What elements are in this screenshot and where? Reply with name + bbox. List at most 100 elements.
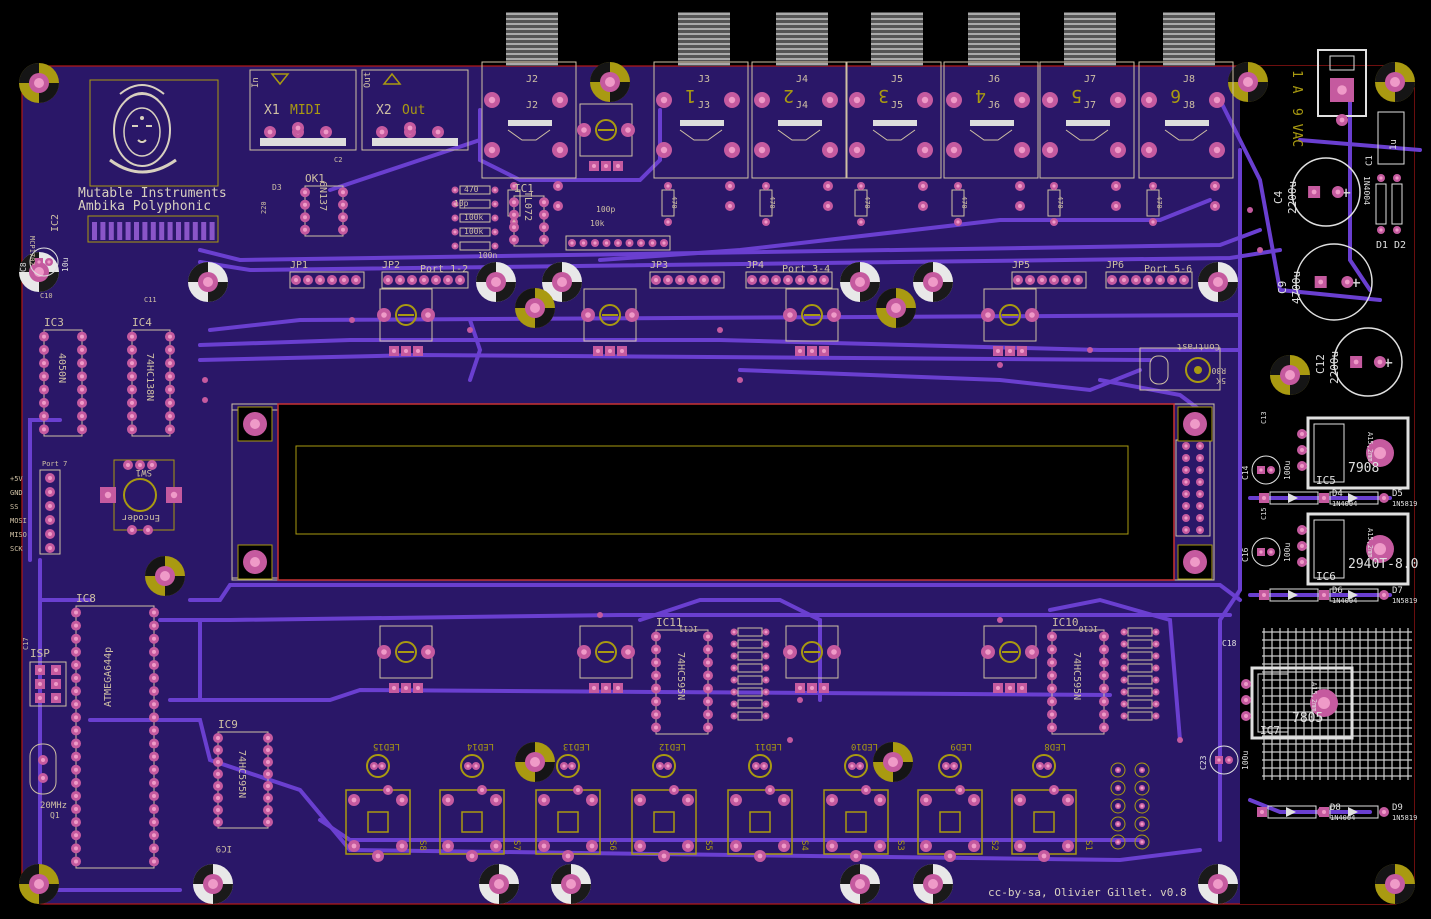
resistor-value: 470 bbox=[960, 196, 968, 209]
chip-pad bbox=[338, 212, 348, 223]
led-pad bbox=[472, 762, 480, 770]
reg-pad bbox=[1297, 557, 1307, 567]
resistor-pad bbox=[762, 700, 770, 708]
resistor-pad bbox=[1120, 700, 1128, 708]
diode-ref: D4 bbox=[1332, 489, 1343, 499]
via bbox=[597, 612, 603, 618]
header-pad bbox=[45, 473, 55, 483]
rn-pad bbox=[660, 239, 668, 247]
chip-pad bbox=[165, 371, 175, 382]
led-pad bbox=[1139, 821, 1145, 827]
via bbox=[737, 377, 743, 383]
push-switch[interactable]: S2 bbox=[917, 785, 999, 862]
push-switch[interactable]: S3 bbox=[823, 785, 905, 862]
mount-hole bbox=[1228, 62, 1268, 102]
trimmer-pad bbox=[981, 308, 995, 322]
chip-pad bbox=[149, 686, 159, 697]
switch-pad bbox=[944, 850, 956, 862]
push-switch[interactable]: S6 bbox=[535, 785, 617, 862]
cap-value: 4700u bbox=[1290, 271, 1303, 304]
led-pad bbox=[370, 762, 378, 770]
chip-ref: IC4 bbox=[132, 316, 152, 329]
led-ref: LED8 bbox=[1044, 741, 1066, 751]
chip-pad bbox=[165, 358, 175, 369]
header-pad bbox=[45, 515, 55, 525]
push-switch[interactable]: S4 bbox=[727, 785, 809, 862]
diode-ref: D5 bbox=[1392, 489, 1403, 499]
chip-ref: IC11 bbox=[679, 624, 698, 633]
chip-part: 74HC595N bbox=[236, 750, 247, 798]
cap-pad bbox=[1267, 548, 1275, 556]
chip-pad bbox=[71, 686, 81, 697]
switch-pad bbox=[955, 785, 965, 795]
trimmer-pad bbox=[421, 308, 435, 322]
push-switch[interactable]: S1 bbox=[1011, 785, 1093, 862]
switch-pad bbox=[1014, 794, 1026, 806]
led-indicator: LED11 bbox=[748, 741, 782, 778]
switch-pad bbox=[466, 850, 478, 862]
cap-ref: C4 bbox=[1272, 190, 1285, 204]
jack-ref: J5 bbox=[891, 74, 903, 85]
resistor-pad bbox=[1120, 628, 1128, 636]
reg-pad bbox=[1241, 679, 1251, 689]
chip-pad bbox=[149, 817, 159, 828]
jack-thread bbox=[1064, 12, 1116, 66]
cap-ref: C9 bbox=[1276, 281, 1289, 294]
chip-pad bbox=[165, 397, 175, 408]
chip-part: 74HC138N bbox=[144, 353, 155, 401]
chip-pad bbox=[263, 745, 273, 755]
chip-pad bbox=[165, 344, 175, 355]
header-pad bbox=[675, 275, 685, 285]
resistor-pad bbox=[451, 200, 459, 208]
led-pad bbox=[950, 762, 958, 770]
resistor-pad bbox=[510, 182, 518, 190]
led-indicator: LED15 bbox=[366, 741, 400, 778]
chip-pad bbox=[213, 817, 223, 827]
xtal-pad bbox=[38, 755, 48, 765]
push-switch[interactable]: S8 bbox=[345, 785, 427, 862]
diode-pad bbox=[1319, 590, 1329, 600]
chip-part: TL072 bbox=[522, 191, 533, 221]
resistor-value: 470 bbox=[464, 185, 479, 194]
jack-pad bbox=[724, 142, 740, 158]
encoder-pad bbox=[143, 525, 153, 535]
push-switch[interactable]: S5 bbox=[631, 785, 713, 862]
header-pad bbox=[687, 275, 697, 285]
chip-pad bbox=[71, 607, 81, 618]
trimmer-pad bbox=[617, 346, 627, 356]
resistor-value: 220 bbox=[260, 201, 268, 214]
chip-pad bbox=[71, 620, 81, 631]
mount-hole bbox=[913, 864, 953, 904]
switch-pad bbox=[573, 785, 583, 795]
led-ref: LED15 bbox=[373, 741, 400, 751]
diode-ref: D7 bbox=[1392, 586, 1403, 596]
trimmer-pad bbox=[401, 683, 411, 693]
components-layer: J2J2J3J31470J4J42470J5J53470J6J64470J7J7… bbox=[10, 12, 1418, 869]
chip-pad bbox=[39, 344, 49, 355]
trimmer-pad bbox=[413, 683, 423, 693]
push-switch[interactable]: S7 bbox=[439, 785, 521, 862]
switch-pad bbox=[442, 794, 454, 806]
mount-hole bbox=[1375, 62, 1415, 102]
chip-pad bbox=[149, 804, 159, 815]
chip-pad bbox=[77, 411, 87, 422]
header-pad bbox=[455, 275, 465, 285]
